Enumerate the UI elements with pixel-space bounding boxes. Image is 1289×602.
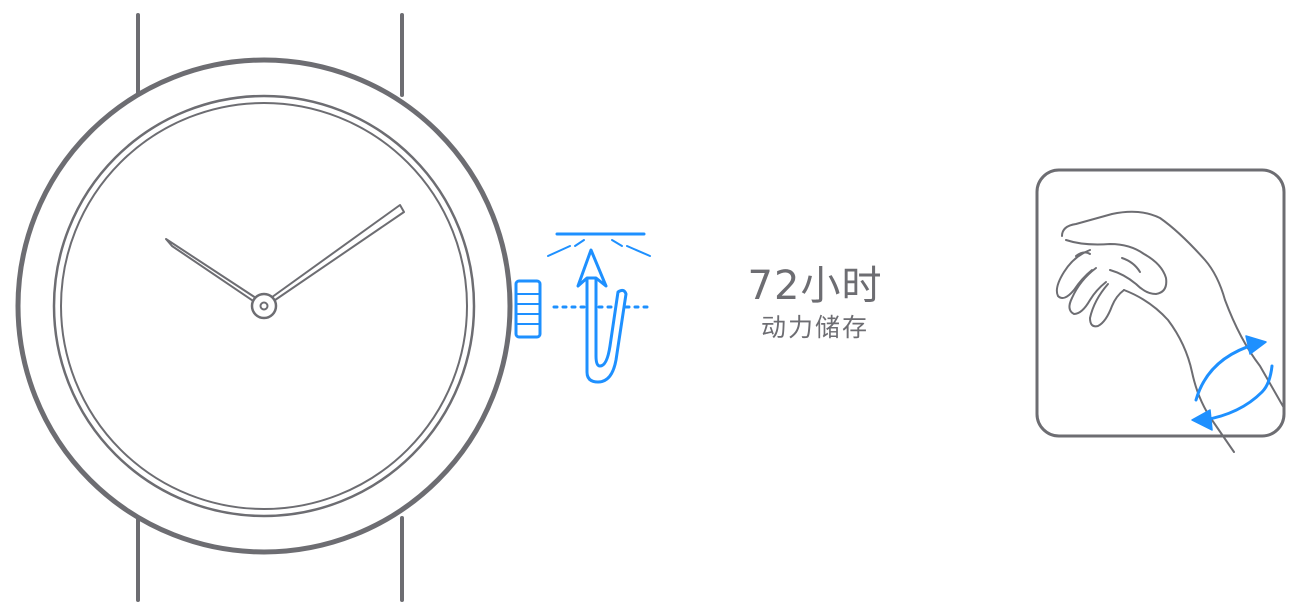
ray-right — [626, 245, 651, 257]
hand-pivot-inner — [259, 301, 269, 311]
crown-knob — [514, 279, 542, 339]
watch-outline-icon — [15, 13, 513, 602]
watch-bezel — [52, 94, 476, 518]
hand-shake-wrist-icon — [1035, 168, 1286, 453]
hand-panel-frame — [1035, 168, 1286, 438]
wrist-rotation-arrow — [1191, 335, 1274, 431]
power-reserve-caption: 72小时 动力储存 — [700, 262, 930, 344]
power-reserve-duration: 72小时 — [747, 263, 883, 309]
power-reserve-label: 动力储存 — [760, 313, 869, 342]
ray-left — [547, 245, 571, 257]
ray-mid-left — [574, 239, 585, 247]
ray-mid-right — [611, 239, 623, 247]
wind-arrow-head — [576, 248, 608, 288]
hand-pivot-outer — [250, 292, 278, 320]
hand-outline — [1055, 210, 1285, 453]
watch-dial — [60, 102, 468, 510]
wind-arrow-shaft — [585, 276, 628, 384]
crown-wind-arrow-icon — [514, 232, 651, 384]
